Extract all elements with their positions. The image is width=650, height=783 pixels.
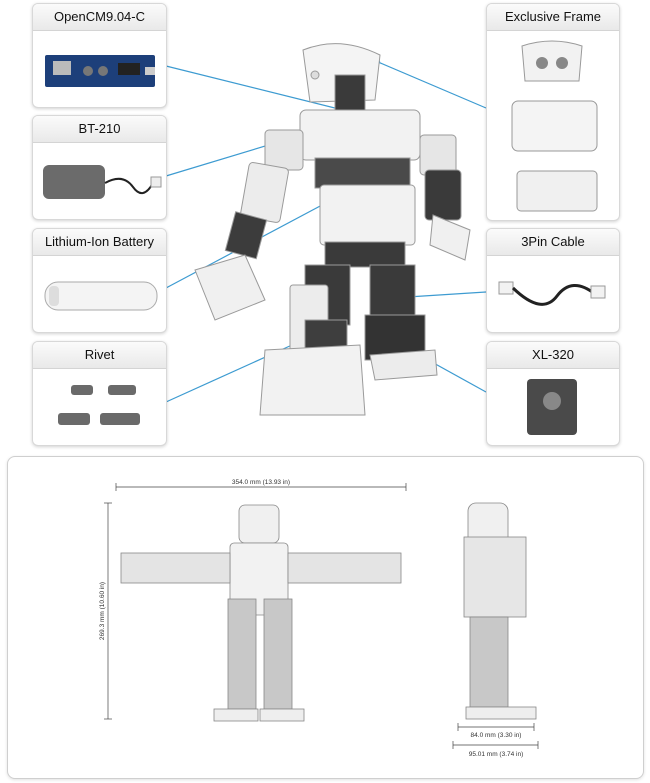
battery-icon — [33, 256, 166, 332]
part-card-rivet: Rivet — [32, 341, 167, 446]
part-card-frame: Exclusive Frame — [486, 3, 620, 221]
servo-icon — [487, 369, 619, 445]
part-card-xl320: XL-320 — [486, 341, 620, 446]
controller-board-icon — [33, 31, 166, 107]
part-title: XL-320 — [487, 342, 619, 369]
part-card-battery: Lithium-Ion Battery — [32, 228, 167, 333]
part-title: Lithium-Ion Battery — [33, 229, 166, 256]
bluetooth-module-icon — [33, 143, 166, 219]
part-title: BT-210 — [33, 116, 166, 143]
cable-icon — [487, 256, 619, 332]
outer-depth-label: 95.01 mm (3.74 in) — [469, 751, 524, 758]
side-view-robot — [463, 502, 537, 720]
dimensions-panel: 354.0 mm (13.93 in) 269.3 mm (10.60 in) … — [7, 456, 644, 779]
part-card-bt210: BT-210 — [32, 115, 167, 220]
part-title: Rivet — [33, 342, 166, 369]
part-title: Exclusive Frame — [487, 4, 619, 31]
front-view-robot — [120, 504, 402, 722]
height-dimension-label: 269.3 mm (10.60 in) — [99, 582, 106, 640]
part-title: OpenCM9.04-C — [33, 4, 166, 31]
inner-depth-label: 84.0 mm (3.30 in) — [471, 732, 522, 739]
robot-illustration — [194, 43, 471, 416]
part-title: 3Pin Cable — [487, 229, 619, 256]
part-card-opencm: OpenCM9.04-C — [32, 3, 167, 108]
rivet-icon — [33, 369, 166, 445]
width-dimension-label: 354.0 mm (13.93 in) — [232, 479, 290, 486]
part-card-cable: 3Pin Cable — [486, 228, 620, 333]
frame-icon — [487, 31, 619, 220]
